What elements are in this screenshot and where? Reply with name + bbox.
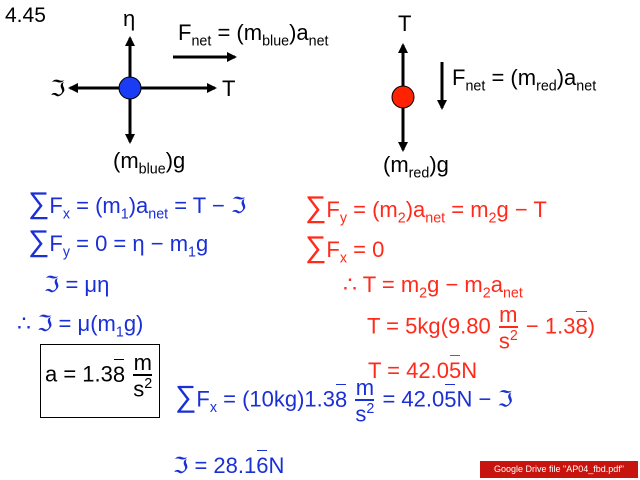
red-eq-sum-fx: ∑Fx = 0	[305, 231, 385, 267]
blue-eq-sum-fx: ∑Fx = (m1)anet = T − ℑ	[28, 187, 247, 223]
tension-label-blue: T	[222, 76, 236, 101]
friction-label: ℑ	[50, 76, 66, 101]
blue-eq-friction-sub: ∴ ℑ = μ(m1g)	[17, 311, 144, 341]
blue-eq-friction: ℑ = μη	[44, 272, 110, 297]
weight-label-blue: (mblue)g	[113, 148, 186, 178]
normal-force-label: η	[123, 6, 136, 31]
problem-number: 4.45	[5, 4, 46, 27]
weight-label-red: (mred)g	[383, 152, 449, 182]
source-file-tag: Google Drive file "AP04_fbd.pdf"	[480, 461, 638, 478]
net-force-eq-blue: Fnet = (mblue)anet	[178, 20, 329, 50]
answer-box	[40, 344, 160, 418]
net-force-eq-red: Fnet = (mred)anet	[452, 65, 597, 95]
blue-eq-friction-result: ℑ = 28.16N	[173, 450, 285, 478]
red-eq-tension: ∴ T = m2g − m2anet	[343, 272, 523, 302]
blue-mass-dot	[118, 76, 142, 100]
sum-symbol: ∑	[28, 187, 50, 220]
red-eq-sum-fy: ∑Fy = (m2)anet = m2g − T	[305, 191, 547, 227]
red-mass-dot	[391, 85, 415, 109]
red-eq-tension-result: T = 42.05N	[368, 355, 478, 383]
tension-label-red: T	[398, 11, 412, 36]
blue-eq-sum-fy: ∑Fy = 0 = η − m1g	[28, 225, 209, 261]
